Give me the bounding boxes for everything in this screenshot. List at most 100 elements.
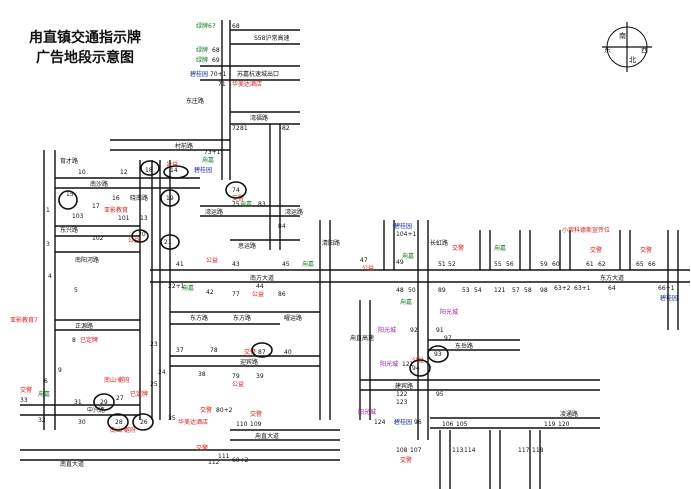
sign-42: 42 [206, 289, 214, 296]
sign-40: 40 [284, 349, 292, 356]
road-dongfang-dadao: 东方大道 [600, 274, 624, 282]
sign-14: 14 [170, 167, 178, 174]
road-yuzhi-w: 育才路 [60, 157, 78, 165]
sign-124: 124 [374, 419, 386, 426]
sign-86: 86 [278, 291, 286, 298]
sign-43: 43 [232, 261, 240, 268]
sign-3: 3 [46, 241, 50, 248]
sign-66: 66 [648, 261, 656, 268]
sign-17: 17 [92, 203, 100, 210]
sign-48: 48 [396, 287, 404, 294]
sign-27: 27 [116, 395, 124, 402]
label-nanshan: 南山·樾府 [104, 376, 130, 384]
sign-96: 96 [414, 419, 422, 426]
sign-61: 61 [586, 261, 594, 268]
sign-labels: 68 绿牌67 绿牌 68 绿牌 69 碧桂园 70+1 71 华美达酒店 72… [10, 22, 678, 466]
sign-37: 37 [176, 347, 184, 354]
sign-80: 80+2 [216, 407, 233, 414]
label-yaying-2: 亚影教育7 [10, 316, 38, 324]
label-yujia-3: 甪嘉 [38, 390, 50, 398]
sign-79: 79 [232, 373, 240, 380]
sign-122: 122 [396, 391, 408, 398]
road-cunqian: 村前路 [175, 142, 193, 150]
sign-5: 5 [74, 287, 78, 294]
sign-33: 33 [20, 397, 28, 404]
road-yaoyun: 曜运路 [284, 314, 302, 322]
marker-87 [251, 342, 273, 358]
sign-95: 95 [436, 391, 444, 398]
label-nanshan-2: 南山·樾府 [110, 426, 136, 434]
sign-28: 28 [115, 419, 123, 426]
sign-22: 22+1 [168, 283, 185, 290]
sign-98: 98 [540, 287, 548, 294]
sign-123: 123 [396, 399, 408, 406]
road-nanzhi: 南直大道 [60, 460, 84, 468]
sign-101: 101 [118, 215, 130, 222]
marker-74 [225, 181, 247, 199]
label-jiaojing-7: 交警 [590, 246, 602, 254]
label-hmd-2: 华美达酒店 [178, 418, 208, 426]
road-nansha: 南沙路 [90, 180, 108, 188]
sign-77: 77 [232, 291, 240, 298]
sign-19: 19 [166, 195, 174, 202]
label-ygc-2: 阳光城 [380, 360, 398, 368]
sign-68b: 68 [212, 47, 220, 54]
sign-32: 32 [38, 417, 46, 424]
sign-39: 39 [256, 373, 264, 380]
road-xiaonan: 晓南路 [130, 194, 148, 202]
sign-108: 108 [396, 447, 408, 454]
sign-53: 53 [462, 287, 470, 294]
sign-16: 16 [112, 195, 120, 202]
label-yujia-2: 甪嘉 [240, 200, 252, 208]
road-qingyang: 清阳路 [322, 239, 340, 247]
sign-41: 41 [176, 261, 184, 268]
label-gongyi-5: 公益 [232, 380, 244, 388]
sign-92: 92 [410, 327, 418, 334]
sign-82: 82 [282, 125, 290, 132]
sign-60b: 60+2 [232, 457, 249, 464]
sign-113: 113 [452, 447, 464, 454]
marker-15 [58, 190, 78, 210]
sign-73-label: 碧桂园 [194, 166, 212, 174]
sign-105: 105 [456, 421, 468, 428]
sign-21: 21 [164, 239, 172, 246]
sign-106: 106 [442, 421, 454, 428]
sign-71: 71 [218, 81, 226, 88]
road-dongfang2: 东方路 [233, 314, 251, 322]
marker-93 [427, 345, 449, 363]
sign-8: 8 [72, 337, 76, 344]
sign-71-label: 华美达酒店 [232, 80, 262, 88]
sign-87: 87 [258, 349, 266, 356]
label-jiaojing-9: 交警 [400, 456, 412, 464]
sign-31: 31 [74, 399, 82, 406]
road-dongxing: 东兴路 [60, 226, 78, 234]
sign-84: 84 [278, 223, 286, 230]
label-yujia-5: 甪嘉 [302, 260, 314, 268]
sign-54: 54 [474, 287, 482, 294]
label-yujia: 甪嘉 [202, 156, 214, 164]
label-gongyi-6: 公益 [362, 264, 374, 272]
label-bgy-104: 碧桂园 [394, 222, 412, 230]
label-yyp-30: 已定牌 [130, 390, 148, 398]
road-zhiguan: 甪直大道 [255, 432, 279, 440]
label-yujia-4: 甪嘉 [182, 284, 194, 292]
sign-78: 78 [210, 347, 218, 354]
sign-120: 120 [558, 421, 570, 428]
sign-29: 29 [100, 399, 108, 406]
title-line-1: 甪直镇交通指示牌 [29, 30, 141, 46]
sign-51: 51 [438, 261, 446, 268]
sign-62: 62 [598, 261, 606, 268]
sign-69: 69 [212, 57, 220, 64]
label-yujia-8: 甪嘉 [400, 298, 412, 306]
sign-50: 50 [408, 287, 416, 294]
road-yingbin: 迎宾路 [240, 358, 258, 366]
label-jiaojing-8: 交警 [640, 246, 652, 254]
circled-markers [58, 160, 449, 431]
sign-6: 6 [44, 378, 48, 385]
sign-121b: 121 [402, 361, 414, 368]
sign-119: 119 [544, 421, 556, 428]
label-yyp-8: 已定牌 [80, 336, 98, 344]
road-wanyun: 湾运路 [205, 208, 223, 216]
sign-68-label: 绿牌 [196, 46, 208, 54]
